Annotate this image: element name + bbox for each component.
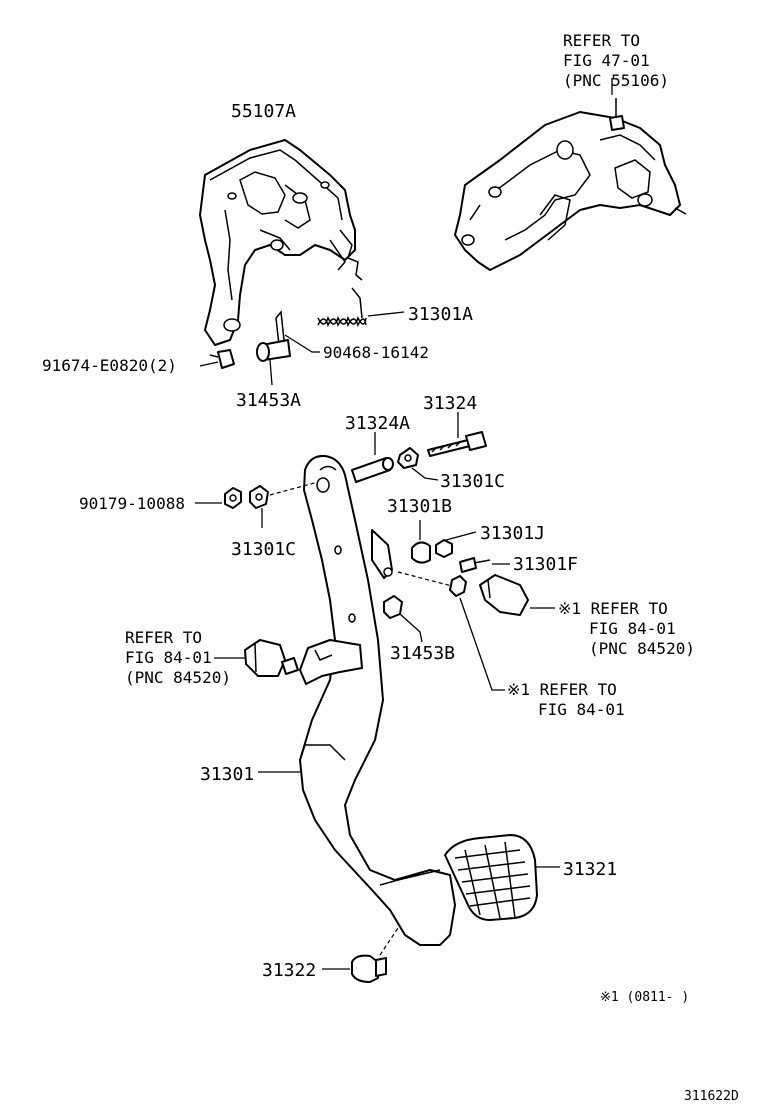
return-spring-31301A [317, 287, 405, 327]
label-91674-E0820: 91674-E0820(2) [42, 356, 177, 375]
ref-right-line3: (PNC 84520) [589, 639, 695, 658]
label-31301A: 31301A [408, 304, 473, 325]
footnote: ※1 (0811- ) [600, 990, 689, 1005]
label-31301F: 31301F [513, 554, 578, 575]
ref-top-line2: FIG 47-01 [563, 51, 650, 70]
ref-left-line1: REFER TO [125, 628, 202, 647]
pedal-pad-31321 [444, 834, 560, 921]
diagram-code: 311622D [684, 1089, 739, 1104]
label-31301B: 31301B [387, 496, 452, 517]
label-31321: 31321 [563, 859, 617, 880]
bolt-91674 [199, 349, 235, 369]
label-31324A: 31324A [345, 413, 410, 434]
label-55107A: 55107A [231, 101, 296, 122]
collar-31324A [351, 432, 394, 483]
label-90468-16142: 90468-16142 [323, 343, 429, 362]
ref-top-line1: REFER TO [563, 31, 640, 50]
bushing-31301C-left [249, 485, 269, 528]
ref-left-line2: FIG 84-01 [125, 648, 212, 667]
switch-bracket [299, 529, 393, 685]
brake-pedal-arm-31301 [258, 454, 456, 946]
ref-right-line2: FIG 84-01 [589, 619, 676, 638]
bolt-31324 [427, 412, 487, 457]
label-31453B: 31453B [390, 643, 455, 664]
label-31453A: 31453A [236, 390, 301, 411]
switch-left [214, 639, 299, 677]
stopper-31301B [411, 520, 431, 564]
label-31301: 31301 [200, 764, 254, 785]
clip-31453B [383, 595, 423, 643]
stop-lamp-switch-right [397, 571, 555, 691]
ref-top-line3: (PNC 55106) [563, 71, 669, 90]
ref-mid-line1: ※1 REFER TO [507, 680, 617, 699]
pin-31453A [256, 339, 291, 386]
label-90179-10088: 90179-10088 [79, 494, 185, 513]
ref-mid-line2: FIG 84-01 [538, 700, 625, 719]
ref-right-line1: ※1 REFER TO [558, 599, 668, 618]
nut-90179-10088 [195, 487, 242, 509]
label-31324: 31324 [423, 393, 477, 414]
pedal-bracket-55107A [199, 139, 363, 346]
stopper-cushion-31322 [322, 924, 401, 983]
bushing-31301C-top [397, 447, 439, 481]
bracket-reference-55106 [454, 78, 687, 271]
bolt-axis-line [269, 481, 319, 496]
label-31322: 31322 [262, 960, 316, 981]
label-31301C-left: 31301C [231, 539, 296, 560]
nut-31301J [435, 531, 477, 558]
ref-left-line3: (PNC 84520) [125, 668, 231, 687]
label-31301C-top: 31301C [440, 471, 505, 492]
label-31301J: 31301J [480, 523, 545, 544]
screw-31301F [459, 557, 510, 573]
